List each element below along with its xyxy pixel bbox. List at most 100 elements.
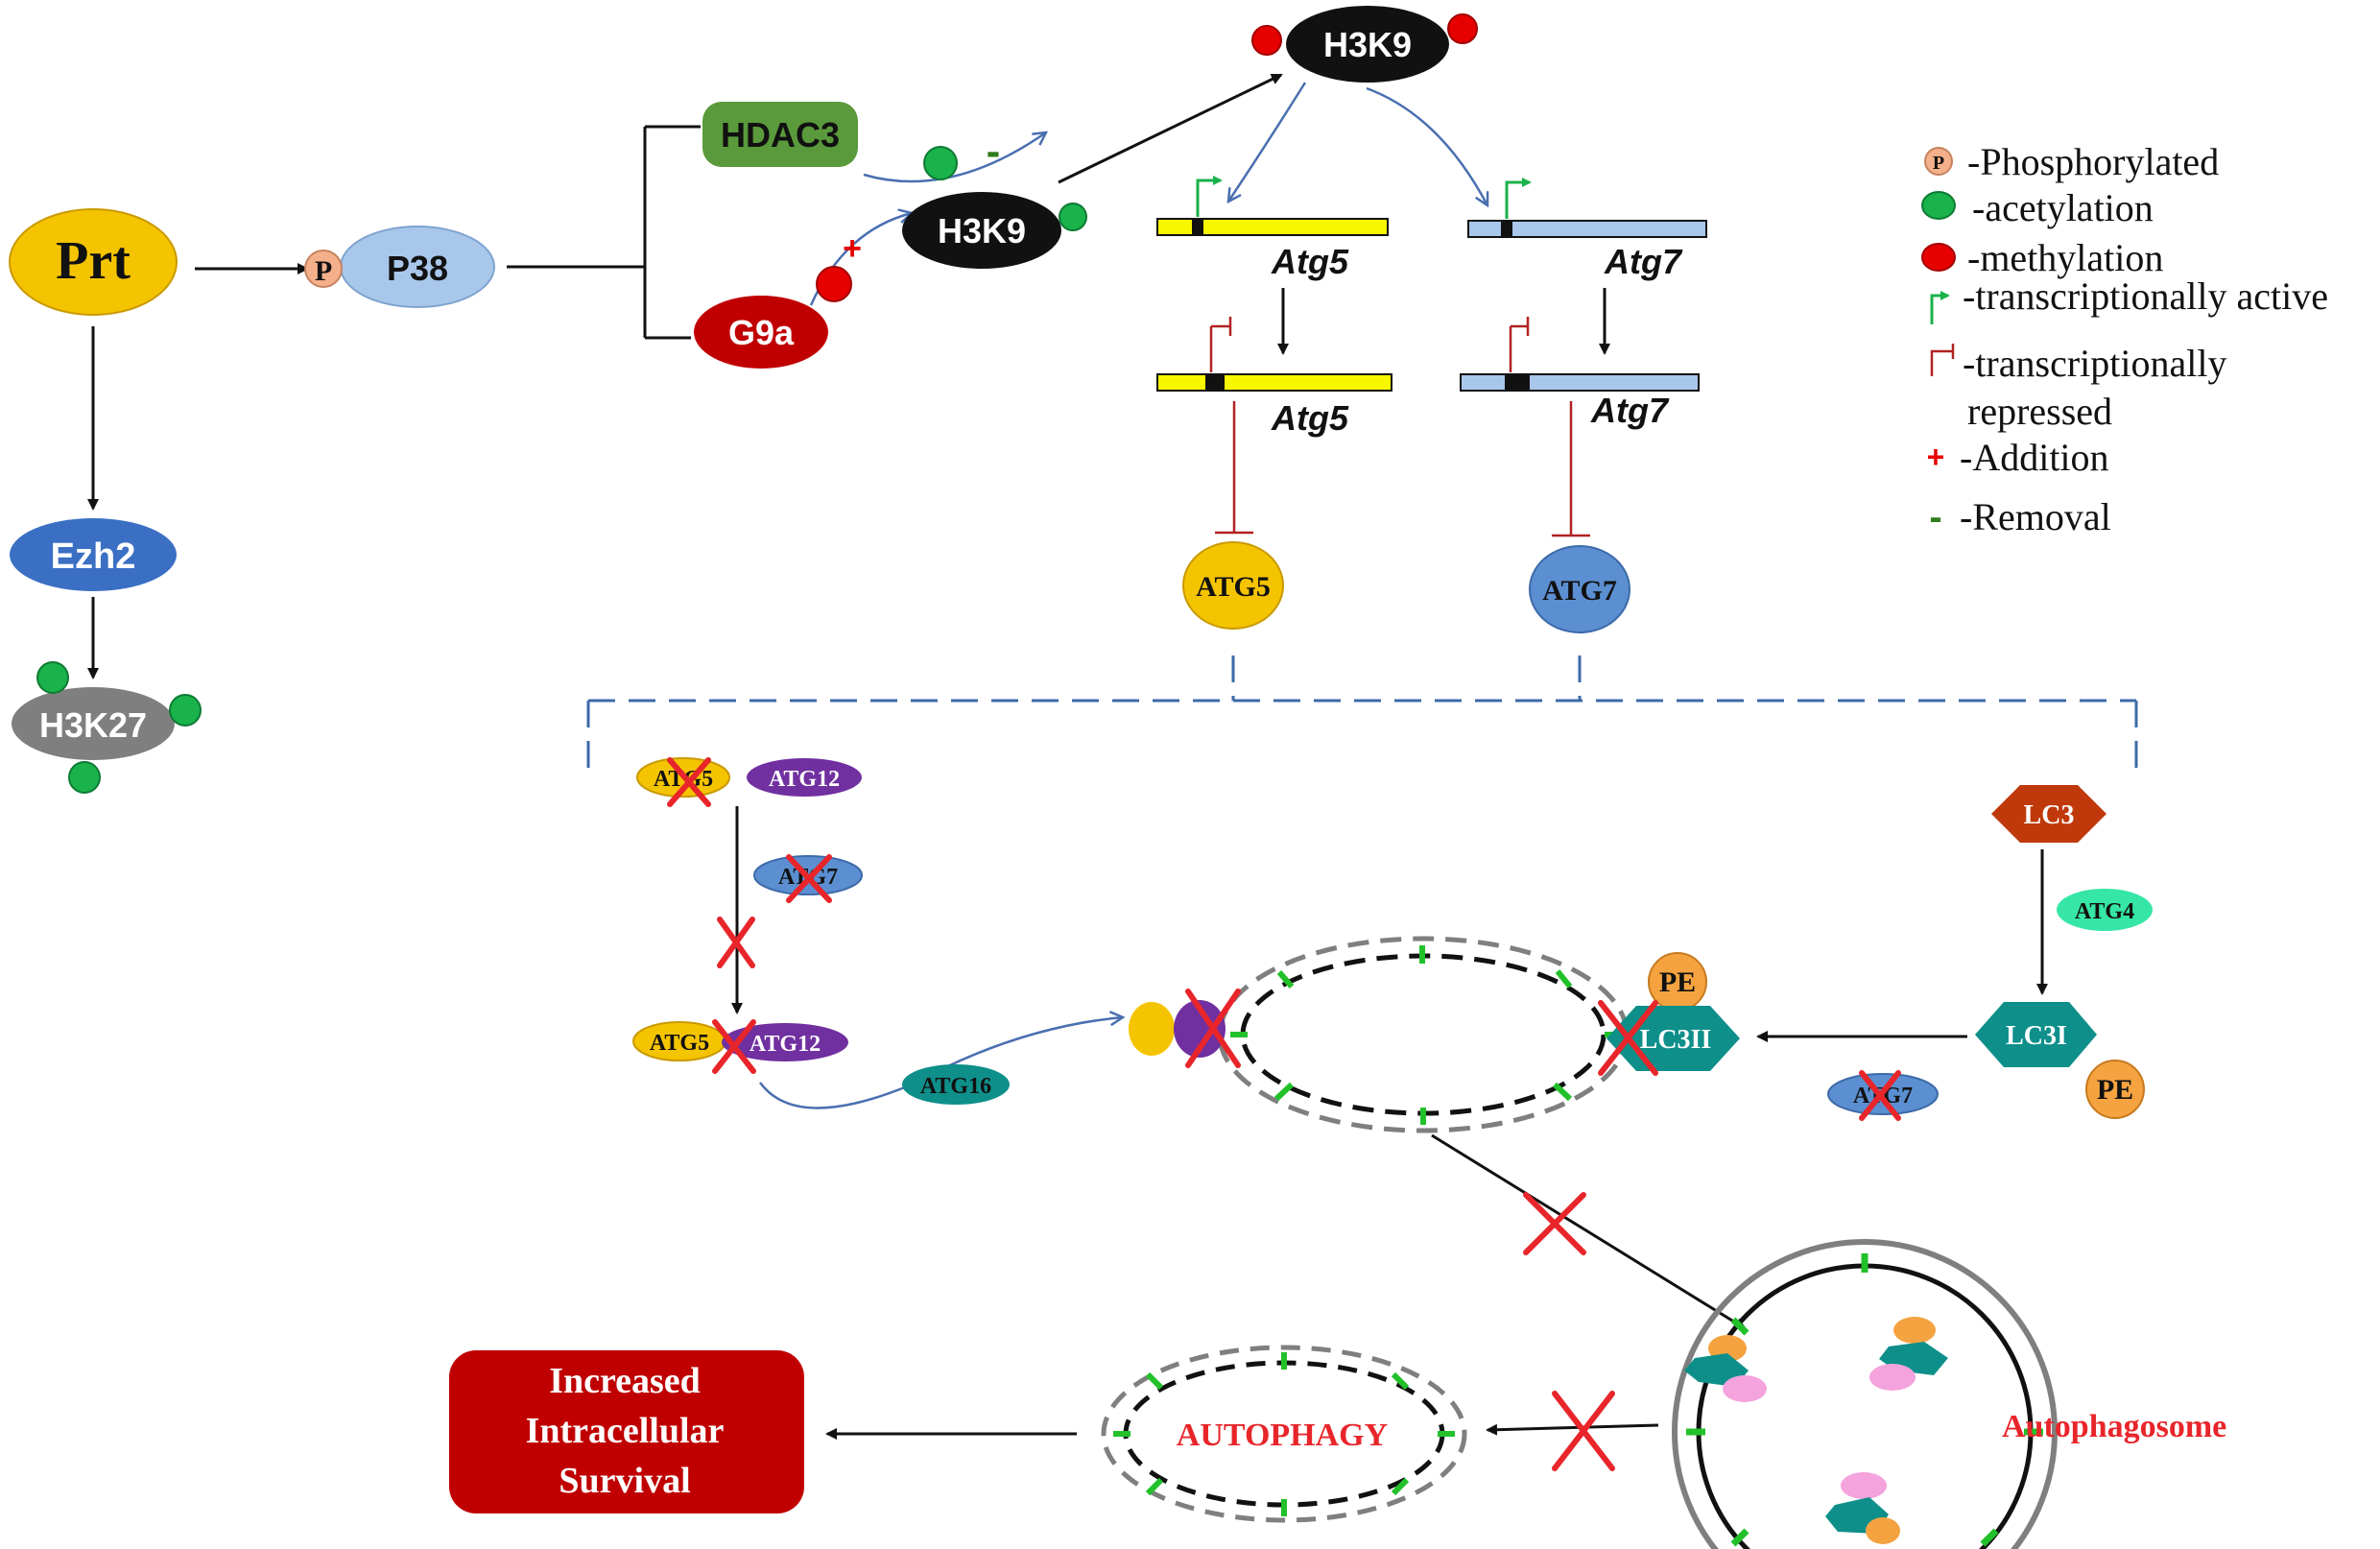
arrow-autophagosome-to-autophagy [1486, 1423, 1659, 1436]
atg12-bottom-label: ATG12 [750, 1032, 821, 1057]
x-mark-atg5-top [667, 757, 711, 807]
atg12-top-oval: ATG12 [747, 758, 862, 797]
methyl-dot-h3k9-left [1251, 25, 1282, 56]
atg4-oval: ATG4 [2057, 889, 2153, 931]
active-promoter-arrow-atg5 [1196, 176, 1223, 217]
legend-methyl-icon [1921, 243, 1956, 272]
hdac3-node: HDAC3 [702, 102, 858, 167]
x-mark-atg5-atg12 [712, 1019, 756, 1074]
g9a-node: G9a [694, 296, 828, 369]
acetyl-dot-hdac3 [923, 146, 958, 180]
legend-plus-icon: + [1927, 440, 1945, 474]
p38-branch-bracket [507, 125, 701, 340]
atg7-protein-label: ATG7 [1542, 575, 1617, 607]
legend-minus-icon: - [1929, 496, 1941, 538]
atg5-bottom-oval: ATG5 [632, 1021, 726, 1061]
lc3-label: LC3 [2024, 800, 2075, 830]
autophagosome [1672, 1239, 2058, 1549]
g9a-label: G9a [728, 313, 795, 352]
arrow-phagophore-to-autophagosome [1431, 1133, 1747, 1330]
atg7-gene-repressed-label: Atg7 [1590, 391, 1670, 430]
lc3-pe-complex-bottom [1825, 1472, 1900, 1544]
atg5-gene-repressed-label: Atg5 [1271, 398, 1349, 438]
x-mark-autophagy [1552, 1391, 1615, 1471]
survival-line1: Increased [549, 1361, 701, 1401]
p38-node: P38 [340, 226, 495, 308]
atg7-gene-active: Atg7 [1467, 178, 1707, 281]
phagophore [1217, 936, 1630, 1133]
x-mark-atg7-left [786, 854, 832, 903]
hdac3-label: HDAC3 [721, 115, 840, 155]
survival-line2: Intracellular [526, 1411, 725, 1451]
legend-methylation: -methylation [1967, 236, 2163, 279]
pe-top-label: PE [1659, 966, 1696, 998]
atg12-bottom-oval: ATG12 [722, 1023, 848, 1061]
legend-active-icon [1930, 291, 1950, 324]
minus-sign: - [987, 128, 1001, 175]
x-mark-autophagosome-formation [1523, 1192, 1586, 1255]
autophagy-green-ticks [1113, 1352, 1455, 1516]
phospho-badge: P [304, 250, 343, 288]
lc3-node: LC3 [1991, 785, 2106, 843]
protein-dashed-bracket [586, 655, 2138, 768]
inhibit-atg7-protein [1552, 401, 1590, 537]
x-mark-atg7-right [1859, 1070, 1901, 1121]
atg16-oval: ATG16 [902, 1064, 1010, 1105]
survival-box: Increased Intracellular Survival [449, 1350, 804, 1513]
phospho-badge-label: P [315, 255, 332, 287]
legend-addition: -Addition [1960, 436, 2109, 479]
x-mark-conjugation [717, 917, 755, 968]
hdac3-removal-arrow [863, 132, 1046, 183]
lc3ii-label: LC3II [1640, 1025, 1712, 1055]
legend-acetyl-icon [1921, 191, 1956, 220]
atg5-gene-active: Atg5 [1156, 176, 1389, 281]
legend-acetylation: -acetylation [1972, 186, 2154, 229]
h3k9-to-atg5-curve [1228, 82, 1307, 202]
h3k9-top-label: H3K9 [1323, 25, 1412, 64]
phagophore-yellow-dot [1129, 1002, 1175, 1056]
inhibit-atg5-protein [1215, 401, 1253, 535]
prt-node: Prt [9, 208, 178, 316]
autophagosome-green-ticks [1686, 1253, 2043, 1547]
atg7-gene-active-label: Atg7 [1604, 242, 1683, 281]
lc3i-label: LC3I [2006, 1021, 2067, 1051]
legend-repressed-line2: repressed [1967, 390, 2112, 433]
atg16-label: ATG16 [920, 1074, 991, 1099]
p38-label: P38 [387, 249, 448, 288]
legend-repressed-icon [1930, 344, 1955, 376]
atg7-protein: ATG7 [1529, 545, 1630, 633]
prt-label: Prt [56, 231, 131, 291]
ezh2-label: Ezh2 [51, 536, 136, 577]
methyl-dot-h3k9-right [1447, 13, 1478, 44]
h3k9-to-atg7-curve [1366, 86, 1488, 205]
atg5-gene-active-label: Atg5 [1271, 242, 1349, 281]
acetyl-dot-h3k27-3 [68, 761, 101, 794]
autophagy-vesicle: AUTOPHAGY [1101, 1345, 1467, 1523]
legend-phosphorylated: -Phosphorylated [1967, 140, 2219, 183]
atg7-gene-repressed: Atg7 [1460, 317, 1700, 430]
h3k9-top-node: H3K9 [1286, 6, 1449, 83]
atg5-gene-repressed: Atg5 [1156, 317, 1392, 438]
h3k27-label: H3K27 [39, 705, 147, 745]
h3k9-mid-node: H3K9 [902, 192, 1061, 269]
pe-right-node: PE [2085, 1060, 2145, 1119]
atg12-top-label: ATG12 [769, 767, 840, 792]
legend-phospho-icon-label: P [1933, 153, 1944, 174]
x-mark-phagophore-left [1185, 989, 1241, 1068]
legend-active: -transcriptionally active [1963, 274, 2328, 318]
arrow-h3k9-mid-to-top [1058, 73, 1283, 184]
acetyl-dot-h3k27-2 [169, 694, 202, 727]
atg5-protein-label: ATG5 [1196, 571, 1271, 603]
pe-right-label: PE [2097, 1074, 2133, 1106]
autophagosome-label: Autophagosome [2002, 1409, 2226, 1444]
legend: P -Phosphorylated -acetylation -methylat… [1921, 140, 2328, 538]
repressed-promoter-atg7 [1509, 317, 1530, 372]
lc3-pe-complex-top-right [1869, 1317, 1948, 1391]
active-promoter-arrow-atg7 [1505, 178, 1532, 219]
acetyl-dot-h3k9-mid [1059, 203, 1087, 231]
phagophore-purple-dot [1174, 1000, 1226, 1058]
acetyl-dot-h3k27-1 [36, 661, 69, 694]
h3k27-node: H3K27 [12, 687, 175, 760]
autophagy-label: AUTOPHAGY [1177, 1418, 1388, 1453]
